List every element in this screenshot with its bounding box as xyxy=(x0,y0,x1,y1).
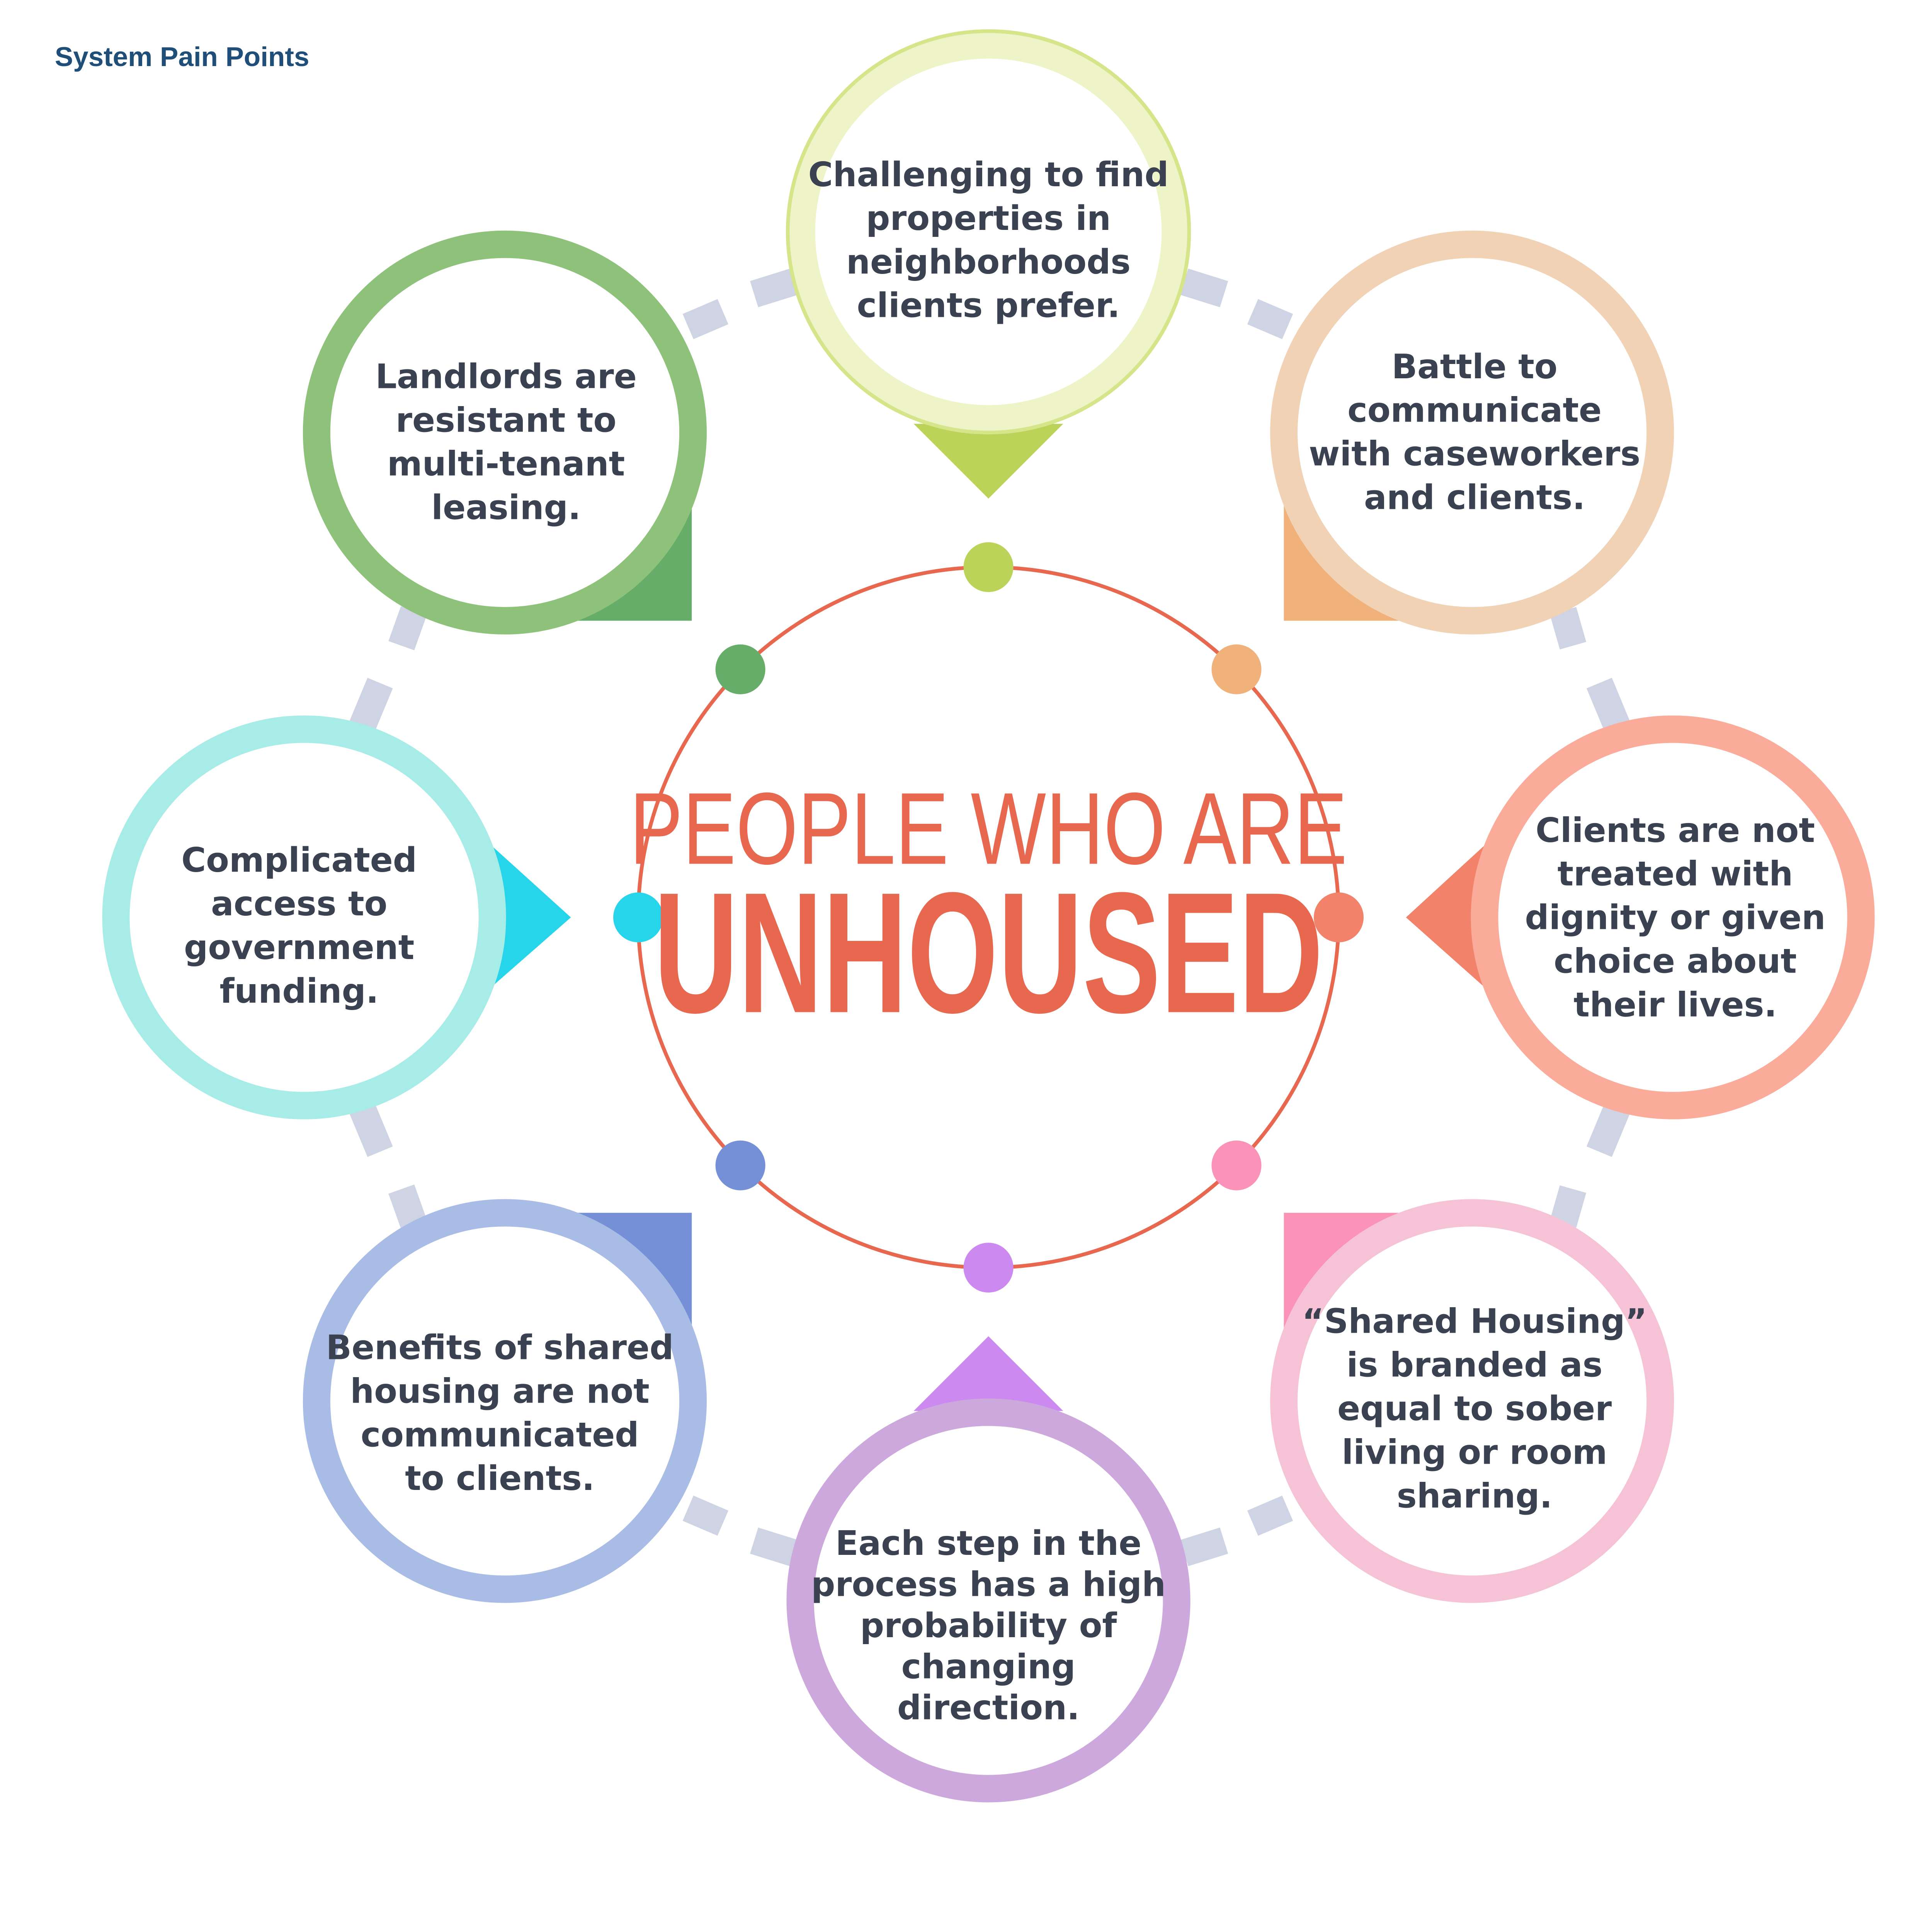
connector-dash xyxy=(1550,607,1587,650)
center-dot-top xyxy=(963,542,1014,592)
node-text-line: dignity or given xyxy=(1525,898,1825,937)
connector-dash xyxy=(1247,1495,1293,1536)
center-dot-bottom xyxy=(963,1243,1014,1293)
node-ring xyxy=(303,230,707,634)
node-text-line: properties in xyxy=(866,199,1111,238)
node-text-line: access to xyxy=(211,884,387,923)
node-text-line: is branded as xyxy=(1347,1345,1603,1385)
connector-dash xyxy=(1586,1101,1631,1157)
node-text-line: resistant to xyxy=(396,400,616,440)
node-text-line: changing xyxy=(901,1647,1076,1686)
node-text-line: Complicated xyxy=(181,840,417,880)
node-text-line: living or room xyxy=(1342,1432,1607,1472)
node-text-line: Benefits of shared xyxy=(326,1328,674,1367)
node-top-right: Battle to communicate with caseworkers and … xyxy=(1270,230,1674,634)
node-text-line: clients prefer. xyxy=(857,286,1120,325)
node-text-line: housing are not xyxy=(350,1371,650,1411)
node-text-line: with caseworkers xyxy=(1309,434,1640,474)
node-top: Challenging to find properties in neighbor… xyxy=(786,29,1191,435)
center-heading-line2: UNHOUSED xyxy=(654,856,1323,1049)
connector-dash xyxy=(1247,299,1293,339)
pain-point-nodes: Challenging to find properties in neighbor… xyxy=(102,29,1875,1803)
node-top-left: Landlords are resistant to multi-tenant lea… xyxy=(303,230,707,634)
node-text-line: “Shared Housing” xyxy=(1302,1302,1647,1341)
node-text-line: probability of xyxy=(860,1606,1117,1645)
connector-dash xyxy=(1586,678,1631,733)
node-right: Clients are not treated with dignity or gi… xyxy=(1471,715,1875,1119)
node-ring xyxy=(1270,230,1674,634)
pointer-left xyxy=(480,835,571,997)
node-text-line: sharing. xyxy=(1397,1476,1553,1515)
connector-dash xyxy=(388,606,427,650)
node-ring xyxy=(303,1199,707,1603)
connector-dash xyxy=(682,1495,728,1536)
connector-dash xyxy=(1180,269,1228,308)
connector-dash xyxy=(349,1101,393,1157)
node-text-line: leasing. xyxy=(431,488,581,527)
node-ring xyxy=(102,715,506,1119)
node-text-line: their lives. xyxy=(1573,985,1777,1024)
node-bottom-left: Benefits of shared housing are not communi… xyxy=(303,1199,707,1603)
node-inner xyxy=(815,58,1162,405)
node-text-line: Battle to xyxy=(1392,347,1558,386)
pointer-bottom xyxy=(913,1336,1063,1411)
pointer-right xyxy=(1406,835,1496,997)
connector-dash xyxy=(388,1184,427,1229)
center-dot-top-left xyxy=(715,644,765,694)
node-text-line: multi-tenant xyxy=(387,444,625,483)
center-dot-bottom-left xyxy=(715,1140,765,1190)
node-text-line: treated with xyxy=(1558,854,1793,894)
center-heading-line1: PEOPLE WHO ARE xyxy=(629,772,1347,886)
connector-dashes xyxy=(349,269,1631,1566)
node-ring xyxy=(1270,1199,1674,1603)
node-ring xyxy=(786,1398,1190,1803)
node-text-line: communicated xyxy=(361,1415,639,1454)
node-text-line: Clients are not xyxy=(1536,811,1815,850)
center-dots xyxy=(613,542,1364,1293)
node-text-line: Each step in the xyxy=(835,1524,1141,1563)
connector-dash xyxy=(349,678,393,733)
node-text-line: government xyxy=(184,928,414,967)
node-text-line: direction. xyxy=(897,1688,1080,1728)
center-dot-right xyxy=(1314,892,1364,942)
node-text-line: Challenging to find xyxy=(808,155,1169,194)
connector-dash xyxy=(682,299,728,339)
diagram-title: System Pain Points xyxy=(55,42,310,72)
node-left: Complicated access to government funding. xyxy=(102,715,506,1119)
center-dot-top-right xyxy=(1211,644,1262,694)
node-text-line: neighborhoods xyxy=(846,242,1131,282)
node-text-line: process has a high xyxy=(811,1565,1166,1604)
node-text-line: funding. xyxy=(219,971,378,1011)
node-text-line: equal to sober xyxy=(1337,1389,1612,1429)
pointer-top xyxy=(913,423,1063,499)
node-text-line: Landlords are xyxy=(375,357,636,396)
node-text-line: choice about xyxy=(1554,941,1797,981)
center-dot-bottom-right xyxy=(1211,1140,1262,1190)
node-text-line: and clients. xyxy=(1364,478,1585,517)
connector-dash xyxy=(1550,1185,1587,1228)
node-text-line: communicate xyxy=(1347,391,1602,430)
connector-dash xyxy=(1180,1527,1228,1566)
connector-dash xyxy=(750,1527,798,1566)
connector-dash xyxy=(750,269,798,308)
node-ring xyxy=(1471,715,1875,1119)
center-dot-left xyxy=(613,892,663,942)
node-text-line: to clients. xyxy=(405,1459,595,1498)
